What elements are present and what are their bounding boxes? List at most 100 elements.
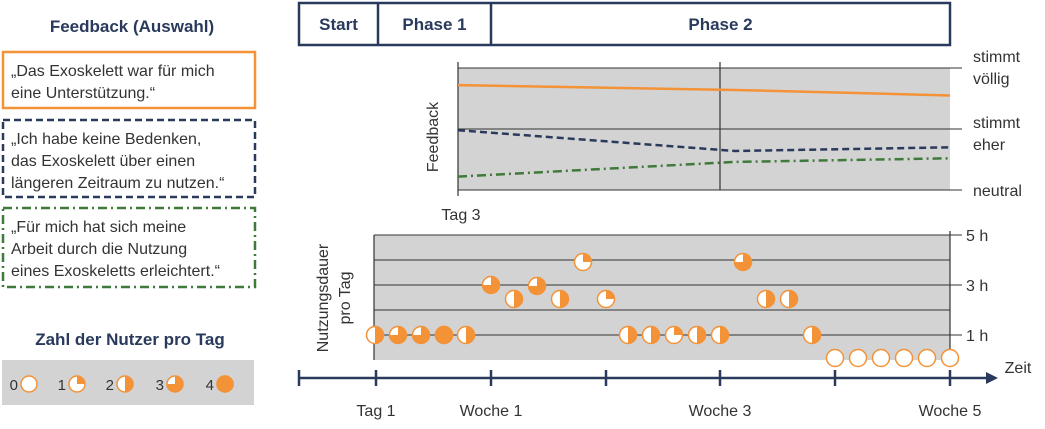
usage-point-14-slice: [674, 326, 683, 335]
feedback-tick-label-0-0: stimmt: [973, 49, 1021, 66]
usage-point-1-slice: [375, 326, 384, 344]
usage-point-16-slice: [720, 326, 729, 344]
usage-point-8: [527, 276, 547, 296]
feedback-quotes: „Das Exoskelett war für mich eine Unterst…: [1, 50, 257, 289]
feedback-tick-label-0-1: völlig: [973, 71, 1009, 88]
usage-y-label-line-2: pro Tag: [337, 271, 354, 324]
usage-point-16: [710, 325, 730, 345]
legend-pie-3: [166, 375, 184, 393]
legend-pie-4-fill: [216, 375, 234, 393]
feedback-y-label: Feedback: [425, 101, 442, 172]
usage-point-4-fill: [434, 325, 454, 345]
time-axis-label-2: Woche 1: [460, 403, 523, 420]
quote-3-line-1: „Für mich hat sich meine: [11, 219, 186, 236]
quote-2-line-3: längeren Zeitraum zu nutzen.“: [11, 175, 224, 192]
feedback-series-2: [457, 128, 951, 153]
feedback-series-1: [457, 83, 951, 97]
usage-point-25-base: [917, 348, 937, 368]
usage-point-25: [917, 348, 937, 368]
usage-point-7-slice: [514, 290, 523, 308]
users-legend: 0 1 2 3 4: [10, 375, 234, 394]
phase-label-3: Phase 2: [688, 15, 752, 34]
usage-point-11: [596, 289, 616, 309]
quote-box-3: [1, 206, 257, 289]
usage-point-1: [365, 325, 385, 345]
feedback-chart: stimmtvölligstimmteherneutralFeedbackTag…: [425, 49, 1022, 224]
quote-2-line-2: das Exoskelett über einen: [11, 153, 195, 170]
legend-label-2: 2: [106, 377, 114, 394]
quote-2-line-1: „Ich habe keine Bedenken,: [11, 131, 201, 148]
usage-point-24: [894, 348, 914, 368]
usage-point-6-slice: [482, 276, 500, 294]
usage-point-13-slice: [651, 326, 660, 344]
quote-1-line-2: eine Unterstützung.“: [11, 85, 155, 102]
phase-label-2: Phase 1: [402, 15, 466, 34]
usage-point-10: [573, 252, 593, 272]
usage-point-26-base: [940, 348, 960, 368]
feedback-x-start-label: Tag 3: [441, 207, 480, 224]
time-axis-label-3: Woche 3: [689, 403, 752, 420]
quote-3-line-3: eines Exoskeletts erleichtert.“: [11, 263, 220, 280]
legend-pie-3-slice: [167, 376, 183, 392]
legend-pie-1-slice: [77, 376, 85, 384]
usage-point-20-slice: [812, 326, 821, 344]
usage-point-22-base: [848, 348, 868, 368]
usage-point-21-base: [825, 348, 845, 368]
usage-point-18: [756, 289, 776, 309]
usage-point-22: [848, 348, 868, 368]
usage-point-20: [802, 325, 822, 345]
usage-point-3: [411, 325, 431, 345]
feedback-tick-label-2-0: neutral: [973, 183, 1022, 200]
usage-point-13: [641, 325, 661, 345]
usage-point-23-base: [871, 348, 891, 368]
usage-point-11-slice: [606, 290, 615, 299]
legend-pie-4: [216, 375, 234, 393]
legend-pie-2-slice: [125, 376, 133, 392]
usage-point-10-slice: [583, 253, 592, 262]
legend-label-3: 3: [156, 377, 164, 394]
usage-point-3-slice: [412, 326, 430, 344]
quote-box-1: [1, 50, 257, 110]
usage-point-5: [456, 325, 476, 345]
usage-tick-label-1: 1 h: [966, 328, 988, 345]
quote-box-2: [1, 118, 257, 199]
usage-point-23: [871, 348, 891, 368]
users-per-day-title: Zahl der Nutzer pro Tag: [35, 330, 225, 349]
usage-point-21: [825, 348, 845, 368]
phase-bar-frame: [297, 1, 952, 47]
legend-pie-0: [20, 375, 38, 393]
phase-label-1: Start: [319, 15, 358, 34]
usage-point-4: [434, 325, 454, 345]
usage-point-18-slice: [766, 290, 775, 308]
legend-label-1: 1: [58, 377, 66, 394]
usage-point-14: [664, 325, 684, 345]
usage-point-19: [779, 289, 799, 309]
usage-point-6: [481, 275, 501, 295]
legend-pie-1: [68, 375, 86, 393]
quote-3-line-2: Arbeit durch die Nutzung: [11, 241, 187, 258]
usage-tick-label-3: 3 h: [966, 278, 988, 295]
usage-point-12: [618, 325, 638, 345]
usage-tick-label-5: 5 h: [966, 228, 988, 245]
usage-point-24-base: [894, 348, 914, 368]
usage-point-26: [940, 348, 960, 368]
time-axis-title: Zeit: [1005, 360, 1032, 377]
legend-label-4: 4: [206, 377, 214, 394]
phase-bar: Start Phase 1 Phase 2: [297, 1, 952, 47]
usage-point-17: [733, 252, 753, 272]
usage-point-8-slice: [528, 277, 546, 295]
usage-point-7: [504, 289, 524, 309]
usage-point-19-slice: [789, 290, 798, 308]
legend-label-0: 0: [10, 377, 18, 394]
time-axis-label-4: Woche 5: [919, 403, 982, 420]
feedback-tick-label-1-0: stimmt: [973, 115, 1021, 132]
quote-1-line-1: „Das Exoskelett war für mich: [11, 63, 215, 80]
usage-point-2: [388, 325, 408, 345]
usage-point-5-slice: [466, 326, 475, 344]
usage-point-15: [687, 325, 707, 345]
time-axis-arrow: [986, 372, 998, 384]
legend-pie-2: [116, 375, 134, 393]
usage-point-9: [550, 289, 570, 309]
